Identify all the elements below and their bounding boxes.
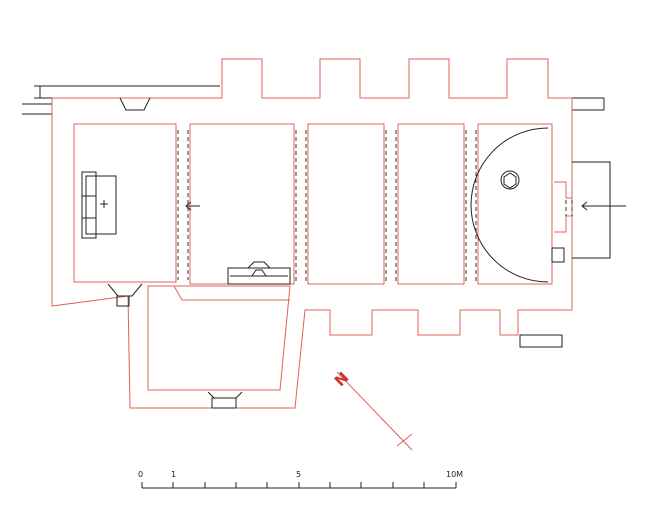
se-box: [519, 334, 563, 348]
scale-label-10m: 10M: [446, 470, 463, 479]
fixture-left: [81, 171, 117, 239]
arch-lines: [177, 130, 477, 282]
altar-icon: [500, 170, 520, 190]
apse: [470, 127, 549, 283]
scale-label-1: 1: [171, 470, 176, 479]
site-boundary-lines: [22, 85, 605, 115]
axis-arrows: [185, 201, 626, 211]
sanctuary: [477, 123, 553, 285]
scale-bar: 0 1 5 10M: [138, 470, 463, 489]
scale-label-0: 0: [138, 470, 143, 479]
north-arrow: N: [331, 368, 413, 451]
nave-bay-2: [307, 123, 385, 285]
east-porch: [551, 161, 611, 263]
windows: [107, 97, 243, 409]
nave-bay-1: [189, 123, 295, 285]
step-fixture: [227, 261, 291, 285]
narthex: [73, 123, 177, 283]
side-chapel: [147, 285, 291, 391]
interior-rooms: [73, 123, 553, 391]
north-label: N: [331, 368, 353, 390]
scale-label-5: 5: [296, 470, 301, 479]
nave-bay-3: [397, 123, 465, 285]
passage: [173, 285, 290, 301]
exterior-wall: [51, 58, 573, 409]
